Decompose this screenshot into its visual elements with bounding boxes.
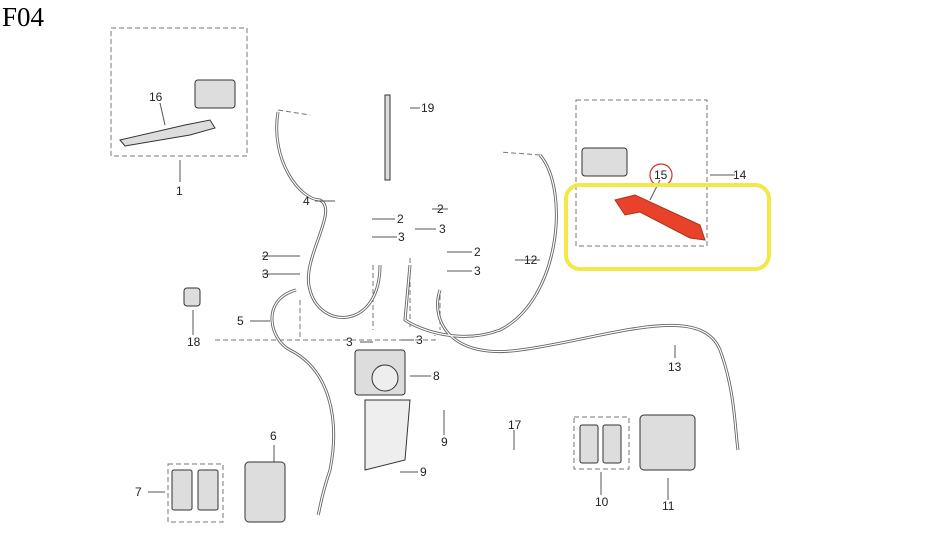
part-18 xyxy=(183,287,201,307)
callout-19: 19 xyxy=(421,101,435,115)
abs-bracket xyxy=(364,399,411,471)
callout-13: 13 xyxy=(668,360,682,374)
callout-14: 14 xyxy=(733,168,747,182)
callout-18: 18 xyxy=(187,335,201,349)
callout-2: 2 xyxy=(397,212,404,226)
rear-master-cylinder xyxy=(581,147,628,177)
callout-5: 5 xyxy=(237,314,244,328)
rear-brake-lever-highlighted[interactable] xyxy=(614,194,706,241)
highlight-box xyxy=(564,183,771,271)
callout-3: 3 xyxy=(439,222,446,236)
callout-7: 7 xyxy=(135,485,142,499)
callout-11: 11 xyxy=(662,499,675,513)
callout-9: 9 xyxy=(420,465,427,479)
callout-12: 12 xyxy=(524,253,538,267)
group-box-front-master-cylinder xyxy=(110,27,248,157)
callout-2: 2 xyxy=(437,202,444,216)
rear-pad-a xyxy=(579,424,599,464)
callout-3: 3 xyxy=(474,264,481,278)
front-pad-a xyxy=(171,469,193,511)
callout-8: 8 xyxy=(433,369,440,383)
callout-6: 6 xyxy=(270,429,277,443)
callout-2: 2 xyxy=(474,245,481,259)
callout-3: 3 xyxy=(398,230,405,244)
callout-3: 3 xyxy=(416,333,423,347)
callout-3: 3 xyxy=(346,335,353,349)
callout-4: 4 xyxy=(303,194,310,208)
front-pad-b xyxy=(197,469,219,511)
front-brake-lever xyxy=(119,119,216,147)
callout-3: 3 xyxy=(262,267,269,281)
callout-1: 1 xyxy=(176,184,183,198)
callout-17: 17 xyxy=(508,418,522,432)
group-box-rear-pads xyxy=(573,416,630,470)
front-master-cylinder xyxy=(194,79,236,109)
callout-10: 10 xyxy=(595,495,609,509)
hose-4 xyxy=(275,111,382,319)
sensor-19 xyxy=(384,94,391,181)
diagram-title: F04 xyxy=(2,2,45,32)
group-box-front-pads xyxy=(167,463,224,523)
rear-caliper xyxy=(639,414,696,471)
callout-15: 15 xyxy=(654,168,668,182)
callout-2: 2 xyxy=(262,249,269,263)
group-box-rear-master-cylinder xyxy=(575,99,708,247)
callout-9: 9 xyxy=(441,435,448,449)
rear-pad-b xyxy=(602,424,622,464)
callout-16: 16 xyxy=(149,90,163,104)
front-caliper xyxy=(244,461,286,523)
